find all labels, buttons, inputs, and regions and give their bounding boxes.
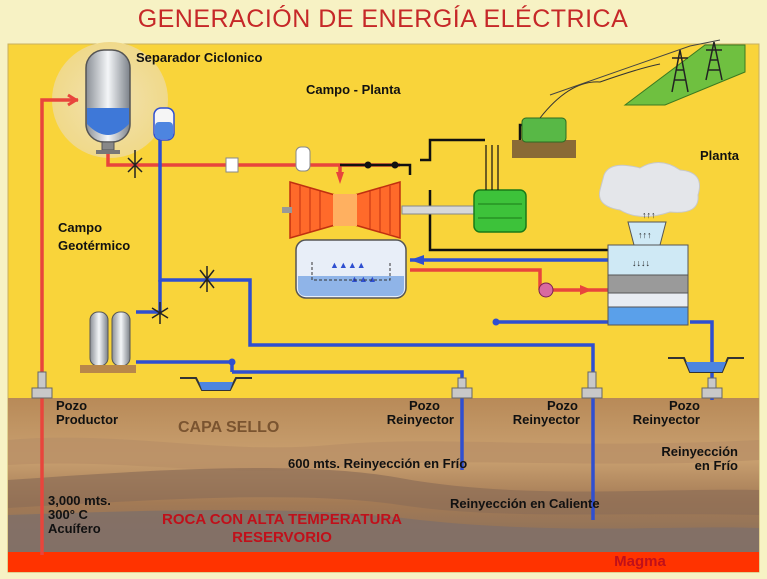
label-pozo-productor-1: Pozo — [56, 398, 87, 413]
svg-text:▲▲▲: ▲▲▲ — [350, 274, 377, 284]
label-pozo-reinyector-b-2: Reinyector — [513, 412, 580, 427]
label-reinyeccion-frio-2: en Frío — [695, 458, 738, 473]
generator — [473, 145, 527, 233]
page-title: GENERACIÓN DE ENERGÍA ELÉCTRICA — [138, 4, 629, 33]
label-separador: Separador Ciclonico — [136, 50, 262, 65]
label-pozo-reinyector-c-2: Reinyector — [633, 412, 700, 427]
cooling-tower: ↑↑↑ ↓↓↓↓ ↑↑↑ — [598, 162, 700, 326]
label-profundidad-1: 3,000 mts. — [48, 493, 111, 508]
label-reinyeccion-frio-600: 600 mts. Reinyección en Frío — [288, 456, 467, 471]
label-pozo-reinyector-b-1: Pozo — [547, 398, 578, 413]
cold-pipes — [136, 130, 714, 520]
svg-text:↑↑↑: ↑↑↑ — [638, 230, 652, 240]
magma-layer — [8, 552, 759, 572]
underground-layers — [8, 398, 759, 572]
wellhead-icon — [31, 371, 723, 399]
label-campo-geotermico-1: Campo — [58, 220, 102, 235]
small-separator — [153, 107, 175, 141]
pump-icon — [538, 282, 554, 298]
label-pozo-productor-2: Productor — [56, 412, 118, 427]
label-profundidad-3: Acuífero — [48, 521, 101, 536]
pond-right — [668, 357, 744, 373]
svg-text:↑↑↑: ↑↑↑ — [642, 210, 656, 220]
label-capa-sello: CAPA SELLO — [178, 419, 279, 436]
storage-tanks — [80, 311, 136, 373]
label-pozo-reinyector-a-1: Pozo — [409, 398, 440, 413]
label-pozo-reinyector-c-1: Pozo — [669, 398, 700, 413]
label-reinyeccion-frio-1: Reinyección — [661, 444, 738, 459]
cyclonic-separator — [85, 49, 131, 154]
label-roca: ROCA CON ALTA TEMPERATURA — [162, 511, 402, 528]
label-reservorio: RESERVORIO — [232, 529, 332, 546]
condenser: ▲▲▲▲▲▲▲ — [295, 239, 407, 299]
label-pozo-reinyector-a-2: Reinyector — [387, 412, 454, 427]
label-campo-geotermico-2: Geotérmico — [58, 238, 130, 253]
label-profundidad-2: 300° C — [48, 507, 89, 522]
valve-icon — [127, 150, 215, 324]
svg-text:↓↓↓↓: ↓↓↓↓ — [632, 258, 650, 268]
label-magma: Magma — [614, 553, 666, 570]
label-planta: Planta — [700, 148, 740, 163]
svg-text:▲▲▲▲: ▲▲▲▲ — [330, 260, 366, 270]
pond-left — [180, 377, 252, 391]
label-campo-planta: Campo - Planta — [306, 82, 401, 97]
power-towers — [549, 39, 746, 106]
transformer — [512, 63, 661, 158]
label-reinyeccion-caliente: Reinyección en Caliente — [450, 496, 600, 511]
turbine — [282, 181, 481, 239]
